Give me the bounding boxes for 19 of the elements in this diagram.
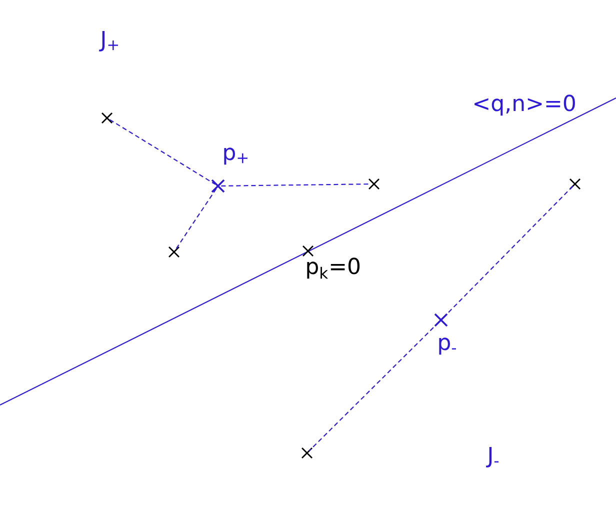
- cross-mark: [168, 246, 180, 258]
- line-label: <q,n>=0: [474, 94, 575, 116]
- cross-mark: [368, 178, 380, 190]
- region-label: J$_{+}$: [99, 30, 118, 52]
- dashed-line: [221, 183, 371, 186]
- cross-mark: [211, 179, 225, 193]
- point-label: p$_{+}$: [224, 148, 248, 165]
- dashed-line: [175, 188, 217, 250]
- dashed-line: [442, 186, 574, 318]
- dashed-line: [308, 322, 440, 452]
- cross-mark: [301, 447, 313, 459]
- region-label: J$_{-}$: [486, 446, 498, 468]
- cross-mark: [302, 245, 314, 257]
- point-label: p$_{-}$: [439, 338, 456, 355]
- point-label: p$_{k}$=0: [307, 258, 360, 279]
- cross-mark: [101, 112, 113, 124]
- cross-mark: [434, 313, 448, 327]
- cross-mark: [569, 178, 581, 190]
- dashed-line: [109, 119, 216, 185]
